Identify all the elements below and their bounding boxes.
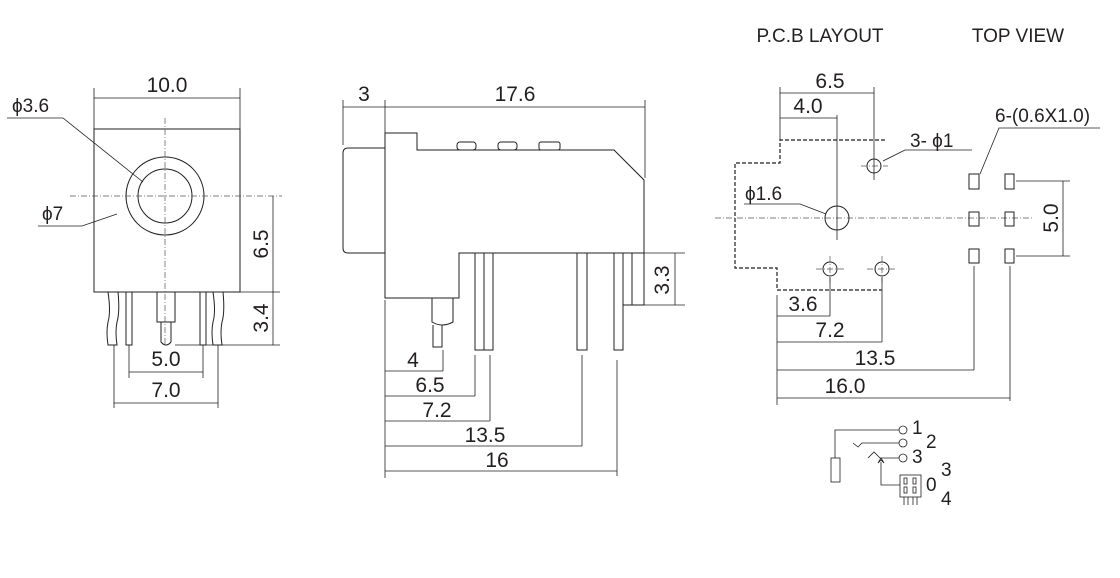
top-bump	[538, 141, 561, 151]
pin-bracket	[622, 253, 645, 306]
main-hole	[824, 205, 850, 231]
pin	[125, 291, 133, 346]
schematic-pin-label: 2	[926, 432, 937, 453]
top-view-title: TOP VIEW	[972, 26, 1064, 47]
pin-spacing-outer-label: 7.0	[151, 379, 180, 402]
schematic-pin-label: 4	[941, 489, 952, 510]
sleeve-contact	[830, 457, 841, 483]
pads-label: 6-(0.6X1.0)	[995, 106, 1090, 127]
pin	[613, 252, 624, 351]
schematic-pin-label: 3	[912, 447, 923, 468]
pcb-dim-b4: 16.0	[825, 375, 866, 398]
bent-pin	[106, 291, 120, 346]
schematic-pin-label: 0	[926, 475, 937, 496]
side-body	[384, 132, 645, 299]
footprint-outline	[734, 139, 885, 291]
pos-2-label: 6.5	[415, 374, 444, 397]
front-body	[93, 128, 241, 293]
pin	[199, 291, 207, 346]
bent-pin	[211, 291, 225, 346]
pcb-layout-title: P.C.B LAYOUT	[756, 26, 883, 47]
top-bump	[456, 141, 477, 151]
front-view: 10.0 ϕ3.6 ϕ7 6.5 3.4 5.0 7.0	[7, 74, 282, 408]
inner-diameter-label: ϕ3.6	[12, 96, 49, 117]
center-pin	[431, 298, 454, 348]
pos-5-label: 16	[485, 449, 508, 472]
pin	[474, 252, 485, 351]
holes-label: 3- ϕ1	[910, 131, 953, 152]
pad	[968, 211, 980, 227]
schematic-pin-label: 3	[941, 460, 952, 481]
pos-4-label: 13.5	[465, 424, 506, 447]
pcb-dim-b1: 3.6	[788, 293, 817, 316]
pcb-layout: P.C.B LAYOUT TOP VIEW 6.5 4.0 3- ϕ1 6-(0…	[715, 26, 1100, 405]
outer-diameter-label: ϕ7	[42, 204, 63, 225]
pin-height-label: 3.3	[651, 265, 674, 294]
pcb-dim-top-1: 6.5	[815, 70, 844, 93]
nose-length-label: 3	[358, 83, 370, 106]
switch-block	[899, 474, 922, 498]
pcb-dim-top-2: 4.0	[793, 95, 822, 118]
schematic: 1 2 3 3 0 4	[830, 418, 952, 510]
pad-span-label: 5.0	[1040, 203, 1063, 232]
pos-1-label: 4	[407, 349, 419, 372]
jack-nose	[342, 147, 385, 254]
schematic-pin-label: 1	[912, 418, 923, 439]
pin	[483, 252, 494, 351]
pad	[1004, 173, 1015, 190]
pad	[1004, 248, 1015, 264]
main-hole-label: ϕ1.6	[745, 184, 782, 205]
side-view: 3 17.6 3.3 4 6.5 7.2 13.5 16	[342, 83, 685, 478]
pcb-dim-b2: 7.2	[815, 319, 844, 342]
pos-3-label: 7.2	[422, 399, 451, 422]
pcb-dim-b3: 13.5	[855, 347, 896, 370]
pin	[576, 252, 588, 351]
body-length-label: 17.6	[495, 83, 536, 106]
pin-length-label: 3.4	[250, 303, 273, 333]
pin-spacing-inner-label: 5.0	[151, 348, 180, 371]
center-pin	[156, 292, 176, 346]
center-height-label: 6.5	[250, 229, 273, 258]
top-bump	[497, 141, 518, 151]
pad	[968, 173, 980, 190]
pad	[1004, 211, 1015, 227]
front-width-label: 10.0	[147, 74, 188, 97]
pad	[968, 248, 980, 264]
